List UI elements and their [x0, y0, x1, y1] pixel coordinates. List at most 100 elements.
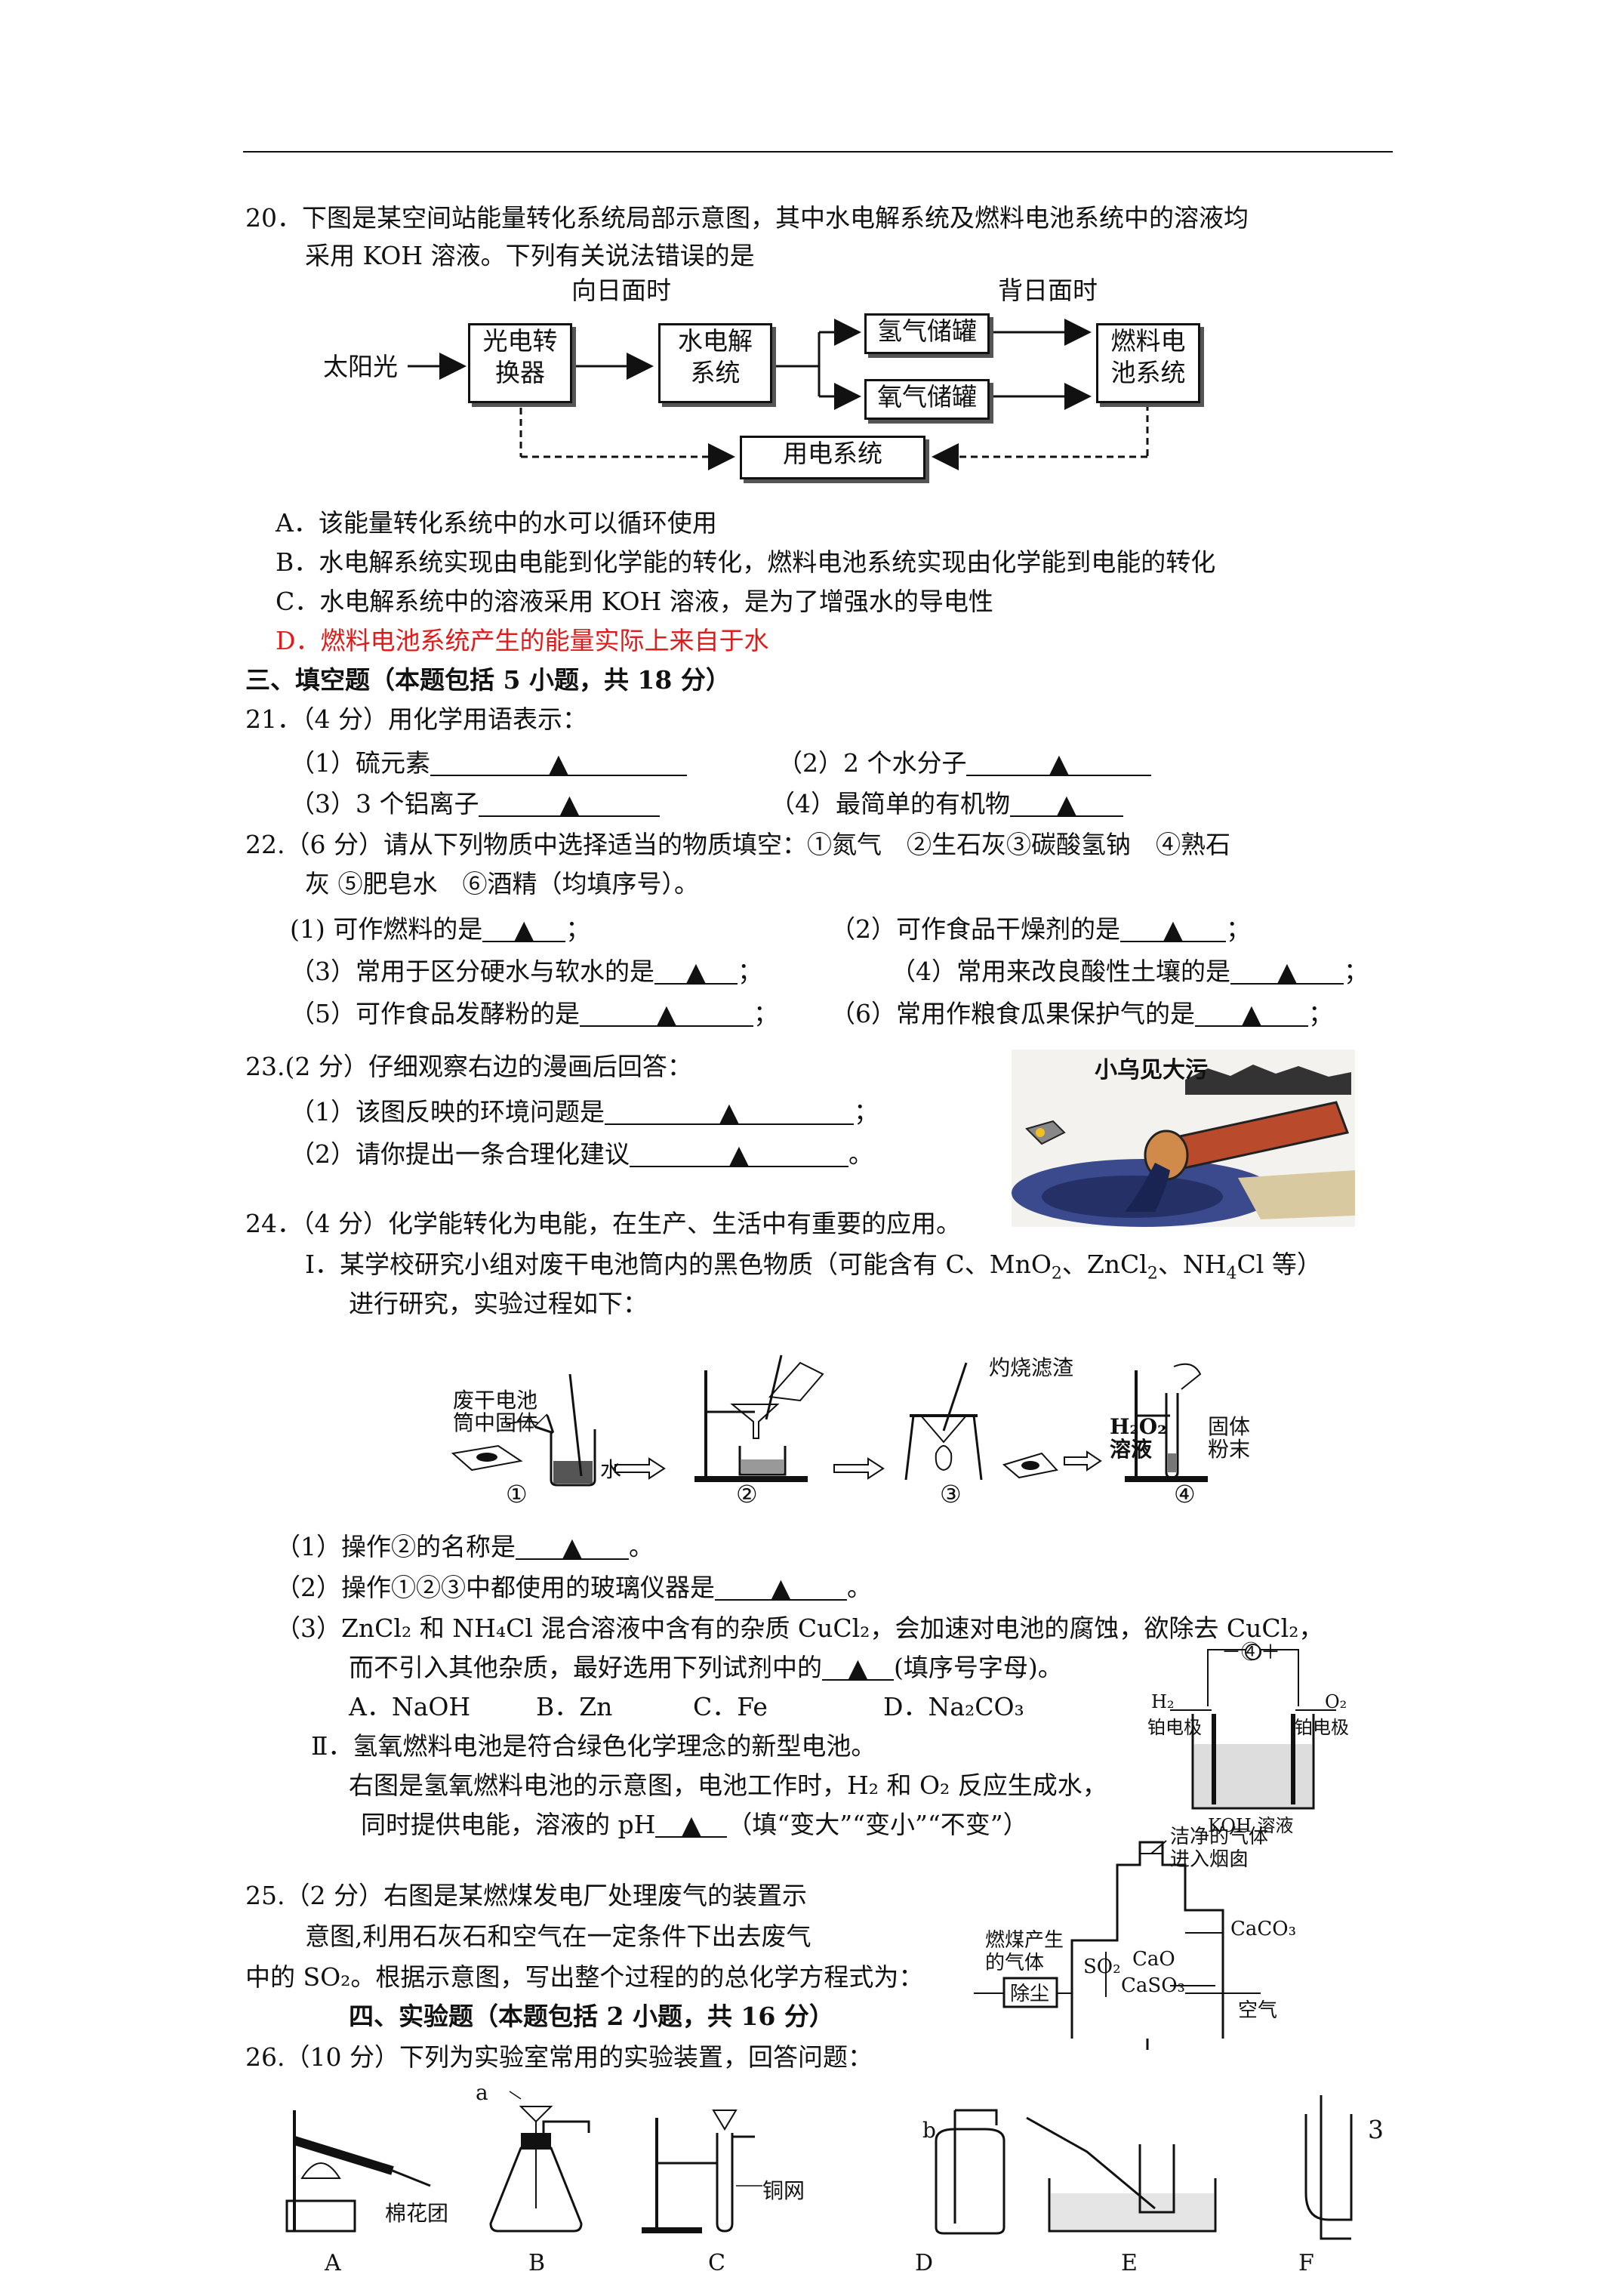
q21-item-4: （4）最简单的有机物▲ [770, 788, 1123, 820]
answer-mark: ▲ [549, 748, 568, 778]
q22-blank-5[interactable]: ▲ [580, 998, 753, 1028]
fuel-cell-drawing [1170, 1644, 1336, 1810]
q24-part2-line3-a: 同时提供电能，溶液的 pH [361, 1810, 656, 1839]
flue-clean-gas-label: 洁净的气体 进入烟囱 [1170, 1826, 1268, 1871]
cartoon-title: 小乌见大污 [1095, 1057, 1208, 1083]
q24-q2-text: （2）操作①②③中都使用的玻璃仪器是 [276, 1573, 715, 1602]
page-number: 3 [1368, 2115, 1384, 2144]
q24-q3-line2-end: (填序号字母)。 [894, 1653, 1063, 1682]
q24-part1-b: 、ZnCl [1061, 1250, 1147, 1279]
q23-blank-1[interactable]: ▲ [605, 1096, 854, 1126]
q22-blank-1[interactable]: ▲ [482, 914, 566, 944]
apparatus-label-b: B [528, 2250, 546, 2276]
q24-q1: （1）操作②的名称是▲。 [276, 1531, 654, 1563]
q21-blank-2[interactable]: ▲ [966, 747, 1152, 778]
q24-q3-option-c: C．Fe [693, 1692, 768, 1721]
q22-item-4-text: （4）常用来改良酸性土壤的是 [891, 957, 1230, 986]
q24-q3-line1: （3）ZnCl₂ 和 NH₄Cl 混合溶液中含有的杂质 CuCl₂，会加速对电池… [276, 1613, 1324, 1643]
pollution-cartoon: 小乌见大污 [1012, 1049, 1355, 1227]
q22-blank-6[interactable]: ▲ [1195, 998, 1308, 1028]
fig-solid-label-1: 废干电池 [453, 1388, 538, 1413]
q20-stem-line2: 采用 KOH 溶液。下列有关说法错误的是 [305, 241, 755, 270]
converter-label-2: 换器 [495, 358, 545, 387]
flue-caco3-label: CaCO₃ [1230, 1918, 1297, 1940]
diagram-arrows [408, 319, 1149, 470]
diagram-power-system-box: 用电系统 [740, 436, 925, 479]
q22-sep-2: ； [1226, 914, 1251, 944]
q24-q1-end: 。 [629, 1532, 654, 1561]
electrolysis-label-1: 水电解 [678, 326, 753, 356]
q22-blank-3[interactable]: ▲ [654, 956, 738, 986]
fuel-cell-h2-label: H₂ [1151, 1691, 1175, 1712]
answer-mark: ▲ [686, 957, 706, 986]
answer-mark: ▲ [848, 1653, 868, 1682]
fig-powder-label-1: 固体 [1208, 1414, 1251, 1439]
q20-option-d-answer: D．燃料电池系统产生的能量实际上来自于水 [276, 626, 769, 655]
q21-item-3: （3）3 个铝离子 ▲ [290, 788, 661, 820]
q24-part1-c: 、NH [1157, 1250, 1227, 1279]
answer-mark: ▲ [559, 789, 580, 818]
q24-q3-option-a: A．NaOH [349, 1692, 471, 1721]
answer-mark: ▲ [1163, 914, 1183, 944]
diagram-sunward-label: 向日面时 [571, 276, 671, 305]
fuel-cell-electrode-left: 铂电极 [1147, 1717, 1202, 1738]
fig-powder-label: 固体 粉末 [1208, 1416, 1250, 1461]
fig-step-3: ③ [940, 1480, 962, 1509]
answer-mark: ▲ [1057, 789, 1076, 818]
q22-sep-6: ； [1308, 999, 1333, 1028]
q21-blank-3[interactable]: ▲ [479, 788, 661, 818]
q24-part2-line3-b: （填“变大”“变小”“不变”） [727, 1810, 1028, 1839]
q24-q2-end: 。 [847, 1573, 872, 1602]
flue-clean-gas-2: 进入烟囱 [1170, 1848, 1249, 1871]
fuel-cell-signs: －④＋ [1221, 1641, 1281, 1664]
q24-q3-option-b: B．Zn [536, 1692, 613, 1721]
h2-tank-label: 氢气储罐 [877, 316, 977, 346]
q21-item-1-text: （1）硫元素 [290, 748, 430, 778]
q24-part1-a: I．某学校研究小组对废干电池筒内的黑色物质（可能含有 C、MnO [305, 1250, 1052, 1279]
flue-source-2: 的气体 [985, 1952, 1045, 1974]
q26-stem: 26.（10 分）下列为实验室常用的实验装置，回答问题： [245, 2042, 873, 2072]
fuel-cell-diagram: －④＋ H₂ O₂ 铂电极 铂电极 KOH 溶液 [1147, 1641, 1359, 1836]
q21-blank-1[interactable]: ▲ [430, 747, 687, 778]
q20-stem-line1: 20．下图是某空间站能量转化系统局部示意图，其中水电解系统及燃料电池系统中的溶液… [245, 203, 1249, 233]
q22-sep-1: ； [565, 914, 591, 944]
q22-item-4: （4）常用来改良酸性土壤的是▲； [891, 956, 1369, 988]
fuel-cell-label-1: 燃料电 [1110, 326, 1186, 356]
q22-sep-5: ； [753, 999, 778, 1028]
q24-part2-line1: Ⅱ．氢氧燃料电池是符合绿色化学理念的新型电池。 [311, 1731, 876, 1761]
q25-line3: 中的 SO₂。根据示意图，写出整个过程的的总化学方程式为： [245, 1962, 924, 1992]
q22-stem-line2: 灰 ⑤肥皂水 ⑥酒精（均填序号）。 [305, 869, 699, 898]
q21-blank-4[interactable]: ▲ [1010, 788, 1123, 818]
q21-item-2-text: （2）2 个水分子 [778, 748, 967, 778]
electrolysis-label-2: 系统 [690, 358, 741, 387]
diagram-fuel-cell-box: 燃料电 池系统 [1096, 323, 1200, 403]
q21-item-1: （1）硫元素 ▲ [290, 747, 687, 779]
q22-item-5: （5）可作食品发酵粉的是▲； [290, 998, 778, 1030]
flue-cao-label: CaO [1132, 1948, 1175, 1971]
q24-stem: 24．（4 分）化学能转化为电能，在生产、生活中有重要的应用。 [245, 1209, 961, 1238]
q24-blank-2[interactable]: ▲ [715, 1572, 847, 1602]
q22-blank-2[interactable]: ▲ [1120, 914, 1226, 944]
answer-mark: ▲ [771, 1573, 791, 1602]
q24-part2-line2: 右图是氢氧燃料电池的示意图，电池工作时，H₂ 和 O₂ 反应生成水， [349, 1771, 1107, 1800]
q24-q3-line2-text: 而不引入其他杂质，最好选用下列试剂中的 [349, 1653, 822, 1682]
q23-end-1: ； [854, 1097, 879, 1126]
q23-blank-2[interactable]: ▲ [630, 1139, 848, 1169]
q24-blank-3[interactable]: ▲ [822, 1652, 894, 1682]
q21-item-3-text: （3）3 个铝离子 [290, 789, 479, 818]
q22-blank-4[interactable]: ▲ [1230, 956, 1344, 986]
q25-line2: 意图,利用石灰石和空气在一定条件下出去废气 [305, 1922, 812, 1951]
fig-h2o2-label-2: 溶液 [1110, 1437, 1153, 1462]
diagram-converter-box: 光电转 换器 [468, 323, 572, 403]
flue-gas-diagram: 洁净的气体 进入烟囱 CaCO₃ 燃煤产生 的气体 SO₂ CaO CaSO₃ … [944, 1826, 1298, 2054]
q20-option-c: C．水电解系统中的溶液采用 KOH 溶液，是为了增强水的导电性 [276, 587, 993, 616]
q24-blank-1[interactable]: ▲ [516, 1531, 629, 1561]
fig-powder-label-2: 粉末 [1208, 1437, 1251, 1462]
q24-experiment-figure: 废干电池 筒中固体 水 灼烧滤渣 H₂O₂ 溶液 固体 粉末 ① ② ③ ④ [445, 1340, 1276, 1509]
apparatus-label-d: D [915, 2250, 934, 2276]
q22-item-6-text: （6）常用作粮食瓜果保护气的是 [830, 999, 1195, 1028]
q24-blank-4[interactable]: ▲ [655, 1809, 728, 1839]
q22-item-3-text: （3）常用于区分硬水与软水的是 [290, 957, 654, 986]
fuel-cell-o2-label: O₂ [1325, 1691, 1347, 1712]
apparatus-label-f: F [1298, 2250, 1314, 2276]
